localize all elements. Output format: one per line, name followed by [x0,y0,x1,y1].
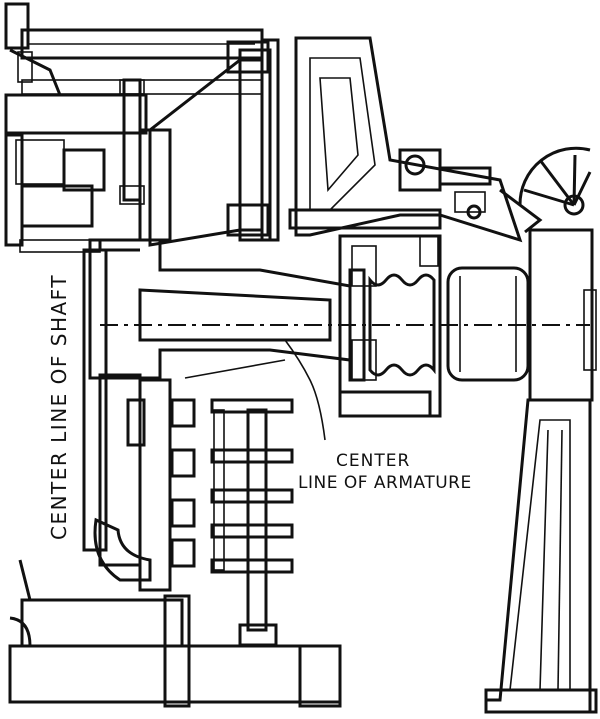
top-left-bracket [4,2,62,96]
hub-block [98,128,172,252]
brush-holder-stack [138,378,294,647]
commutator-drum [446,266,530,382]
label-leader-lines [184,339,326,441]
armature-line-label: LINE OF ARMATURE [298,473,472,493]
base-plate [8,594,342,708]
top-frame-beam [20,28,264,95]
right-pedestal [484,228,598,714]
spider-flange [82,248,146,567]
upper-right-bracket [288,36,523,243]
rocker-wheel [499,146,592,234]
armature-center-label: CENTER [336,451,410,471]
shaft-housing [4,93,148,253]
shaft-centerline-label: CENTER LINE OF SHAFT [47,274,71,540]
conical-casing [148,38,280,247]
armature-coil-assembly [338,234,442,418]
